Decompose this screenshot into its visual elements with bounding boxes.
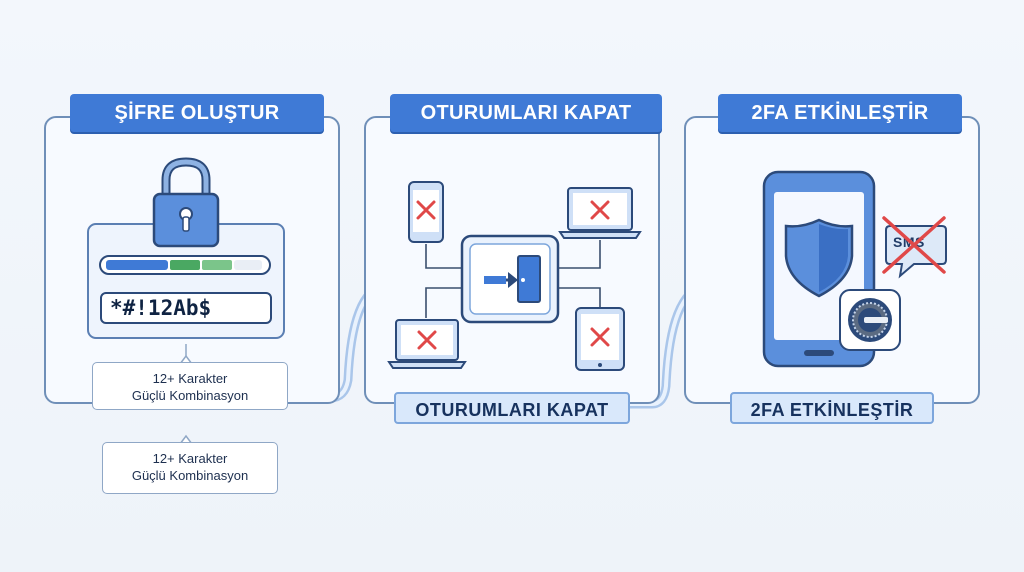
laptop-device-icon <box>558 187 642 239</box>
strength-meter <box>99 255 271 275</box>
step2-label: OTURUMLARI KAPAT <box>394 392 630 424</box>
step3-label: 2FA ETKİNLEŞTİR <box>730 392 934 424</box>
phone-device-icon <box>408 181 444 243</box>
step1-title: ŞİFRE OLUŞTUR <box>70 94 324 132</box>
laptop-device-icon-2 <box>387 319 467 369</box>
step3-title: 2FA ETKİNLEŞTİR <box>718 94 962 132</box>
session-connectors <box>425 240 601 318</box>
logout-icon <box>460 234 560 324</box>
password-rule-note-repeat: 12+ Karakter Güçlü Kombinasyon <box>102 442 278 494</box>
note-line-1: 12+ Karakter <box>152 371 228 386</box>
repeat-note-line-2: Güçlü Kombinasyon <box>131 468 249 483</box>
padlock-icon <box>152 157 220 248</box>
repeat-note-line-1: 12+ Karakter <box>152 451 228 466</box>
password-rule-note: 12+ Karakter Güçlü Kombinasyon <box>92 362 288 410</box>
sms-cross-icon <box>882 216 946 274</box>
shield-icon <box>784 218 854 298</box>
tablet-device-icon <box>575 307 625 371</box>
step2-title: OTURUMLARI KAPAT <box>390 94 662 132</box>
sms-blocked-icon <box>885 225 947 279</box>
password-sample-field: *#!12Ab$ <box>100 292 272 324</box>
password-sample-text: *#!12Ab$ <box>110 296 212 320</box>
authenticator-app-icon <box>839 289 901 351</box>
note-line-2: Güçlü Kombinasyon <box>131 388 249 403</box>
